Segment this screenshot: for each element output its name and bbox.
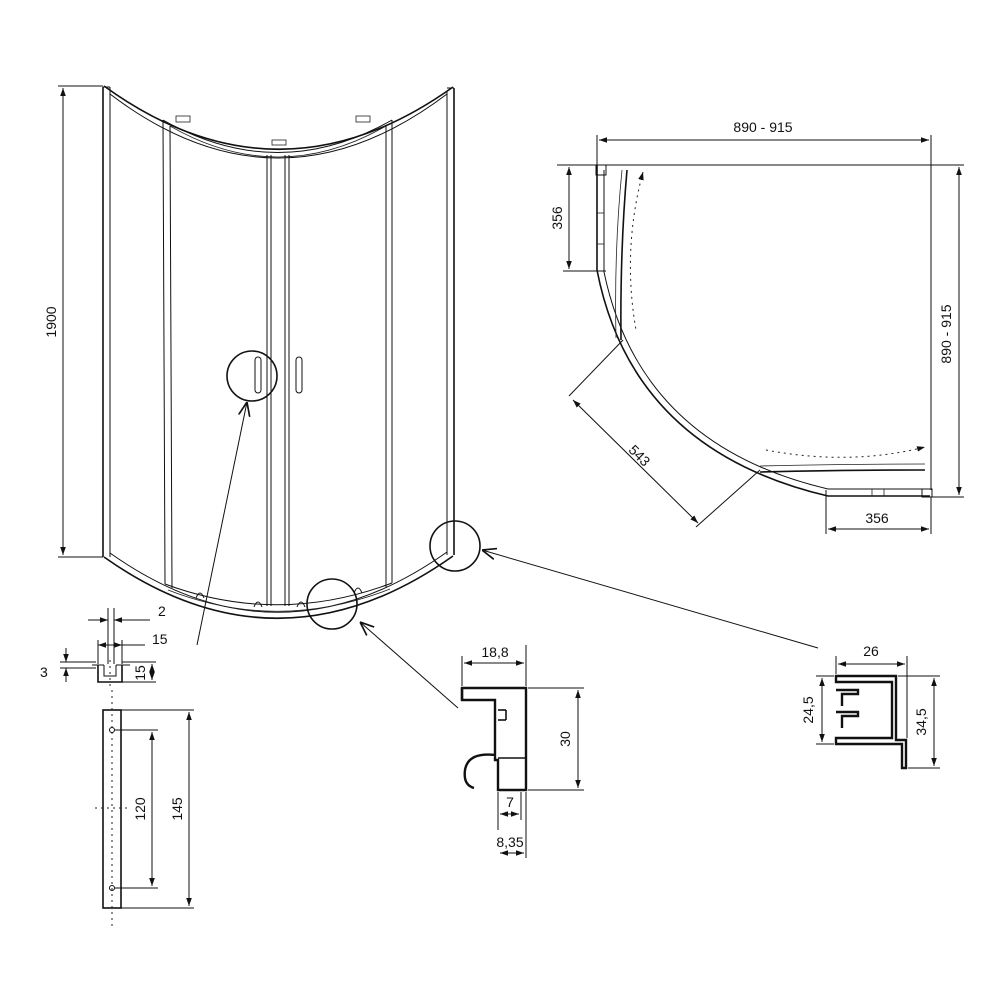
handle-lip-dimension: 3 [40, 648, 96, 682]
handle-gap-label: 2 [158, 603, 166, 619]
plan-left-swing-arc [629, 171, 644, 331]
plan-bottom-panel-label: 356 [865, 510, 889, 526]
plan-left-door [620, 169, 628, 341]
plan-bottom-door-inner [759, 463, 926, 467]
right-side-panel [446, 87, 455, 555]
detail-leaders [196, 402, 819, 709]
handle-length-label: 145 [169, 797, 185, 821]
top-rollers [175, 115, 371, 146]
wall-profile-inner-height-dimension: 24,5 [800, 675, 834, 745]
handle-detail: 2 15 3 15 [40, 603, 194, 930]
handle-hole-spacing-label: 120 [132, 797, 148, 821]
wall-profile-detail-circle [429, 520, 481, 572]
wall-profile-outer-height-dimension: 34,5 [898, 675, 940, 769]
height-label: 1900 [43, 306, 59, 337]
bottom-profile-width-dimension: 18,8 [461, 644, 527, 686]
wall-profile-detail: 26 24,5 34,5 [800, 643, 940, 770]
door-meeting-profiles [266, 155, 290, 606]
bottom-profile-slot-dimension: 7 [497, 792, 522, 830]
handle-depth-label: 15 [132, 665, 148, 681]
handle-lip-label: 3 [40, 664, 48, 680]
handle-width-dimension: 15 [97, 631, 168, 664]
bottom-rollers [195, 587, 363, 608]
bottom-profile-detail: 18,8 30 7 8,35 [460, 644, 584, 858]
left-door-handle [254, 356, 262, 394]
handle-clip-section [92, 660, 130, 690]
right-door-handle [295, 356, 303, 394]
wall-profile-width-label: 26 [863, 643, 879, 659]
bottom-profile-base-dimension: 8,35 [496, 792, 527, 858]
plan-side-panel-dimension: 356 [549, 167, 606, 272]
plan-left-door-inner [615, 169, 623, 339]
front-view: 1900 [43, 85, 481, 630]
plan-depth-label: 890 - 915 [938, 304, 954, 363]
wall-profile-shape [834, 674, 908, 770]
plan-opening-label: 543 [626, 442, 654, 470]
handle-screw-hole-bottom [109, 885, 115, 891]
bottom-profile-base-label: 8,35 [496, 834, 523, 850]
handle-length-dimension: 145 [121, 709, 194, 909]
plan-width-label: 890 - 915 [733, 119, 792, 135]
handle-detail-circle [226, 350, 278, 402]
plan-view: 890 - 915 890 - 915 356 356 543 [549, 119, 964, 534]
plan-bottom-swing-arc [765, 446, 926, 458]
plan-outline [595, 164, 933, 498]
wall-profile-inner-height-label: 24,5 [800, 696, 816, 723]
bottom-profile-detail-circle [306, 578, 358, 630]
left-side-panel [102, 86, 111, 557]
bottom-profile-slot-label: 7 [506, 794, 514, 810]
wall-profile-outer-height-label: 34,5 [913, 708, 929, 735]
plan-bottom-panel-dimension: 356 [825, 490, 932, 534]
bottom-profile-height-label: 30 [557, 731, 573, 747]
handle-hole-spacing-dimension: 120 [115, 729, 158, 889]
handle-bar [95, 690, 130, 930]
bottom-profile-width-label: 18,8 [481, 644, 508, 660]
bottom-profile-shape [460, 686, 528, 792]
wall-profile-width-dimension: 26 [835, 643, 908, 738]
plan-depth-dimension: 890 - 915 [557, 164, 964, 498]
bottom-profile-height-dimension: 30 [528, 687, 584, 791]
handle-gap-dimension: 2 [88, 603, 166, 664]
height-dimension: 1900 [43, 85, 103, 558]
handle-depth-dimension: 15 [122, 661, 156, 683]
bottom-curved-rail [103, 551, 454, 619]
plan-bottom-door [759, 469, 926, 473]
plan-side-panel-label: 356 [549, 206, 565, 230]
handle-screw-hole-top [109, 727, 115, 733]
panel-profiles [162, 119, 393, 589]
plan-opening-dimension: 543 [568, 339, 761, 528]
top-curved-rail [103, 85, 454, 159]
handle-width-label: 15 [152, 631, 168, 647]
plan-width-dimension: 890 - 915 [596, 119, 932, 490]
